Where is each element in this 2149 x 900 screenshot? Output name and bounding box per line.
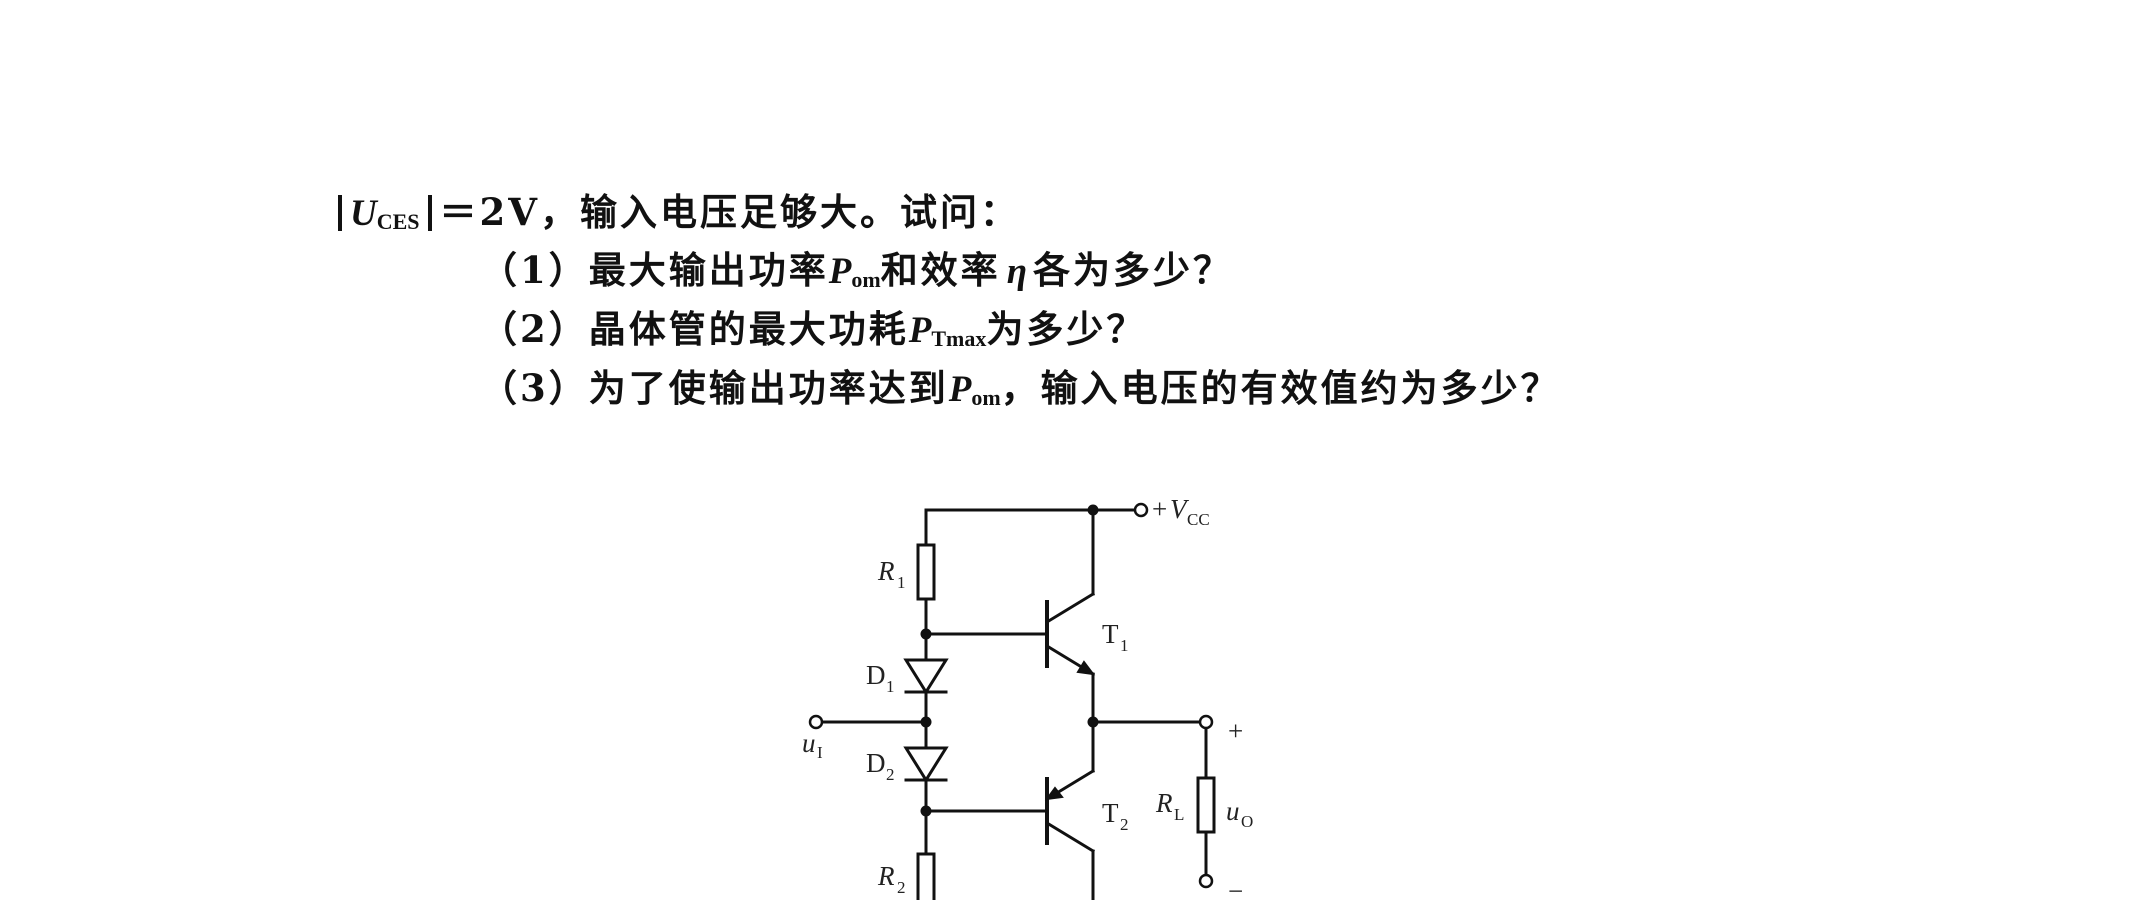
t2-collector (1044, 820, 1096, 854)
u-ces-symbol: U (350, 193, 377, 234)
terminal-input (808, 714, 824, 730)
question-3: （3）为了使输出功率达到Pom，输入电压的有效值约为多少？ (480, 366, 1561, 420)
q1-eta-symbol: η (1006, 251, 1027, 292)
d2-subscript: 2 (886, 765, 895, 784)
t1-subscript: 1 (1120, 636, 1129, 655)
ui-subscript: I (817, 743, 823, 762)
t2-symbol: T (1102, 798, 1119, 828)
vcc-symbol: V (1170, 494, 1190, 524)
junction-dot-t2-base (920, 805, 932, 817)
output-plus-label: + (1228, 716, 1243, 746)
rl-symbol: R (1155, 788, 1173, 818)
terminal-output-minus (1198, 873, 1214, 889)
q1-text-c: 各为多少？ (1033, 248, 1233, 292)
junction-dot-output (1087, 716, 1099, 728)
t1-collector (1044, 591, 1096, 625)
q2-text-a: （2）晶体管的最大功耗 (480, 307, 909, 351)
q3-p-subscript: om (971, 385, 1001, 410)
line0-text: ＝2V，输入电压足够大。试问： (439, 190, 1020, 234)
u-ces-subscript: CES (376, 209, 420, 234)
junction-dot-input (920, 716, 932, 728)
terminal-vcc (1133, 502, 1149, 518)
junction-dot-t1-base (920, 628, 932, 640)
uo-symbol: u (1226, 796, 1240, 826)
rl-subscript: L (1174, 805, 1184, 824)
vcc-subscript: CC (1187, 510, 1210, 529)
terminal-output-plus (1198, 714, 1214, 730)
question-2: （2）晶体管的最大功耗PTmax为多少？ (480, 307, 1146, 361)
q2-p-symbol: P (908, 310, 932, 351)
ui-symbol: u (802, 728, 816, 758)
q2-p-subscript: Tmax (931, 326, 987, 351)
diode-d2 (903, 746, 949, 783)
abs-bar-left (338, 195, 342, 231)
d1-subscript: 1 (886, 677, 895, 696)
output-minus-label: − (1228, 876, 1243, 900)
vcc-plus-sign: + (1152, 494, 1167, 524)
uo-subscript: O (1241, 812, 1253, 831)
q3-text-a: （3）为了使输出功率达到 (480, 366, 949, 410)
q3-p-symbol: P (948, 369, 972, 410)
junction-dot-vcc (1087, 504, 1099, 516)
q1-text-a: （1）最大输出功率 (480, 248, 829, 292)
r2-subscript: 2 (897, 878, 906, 897)
q3-text-b: ，输入电压的有效值约为多少？ (1000, 366, 1561, 410)
q1-text-b: 和效率 (880, 248, 1001, 292)
q1-p-subscript: om (851, 267, 881, 292)
r2-symbol: R (877, 861, 895, 891)
t2-emitter-arrow (1044, 786, 1064, 801)
t1-symbol: T (1102, 619, 1119, 649)
diode-d1 (903, 658, 949, 695)
abs-bar-right (427, 195, 432, 231)
resistor-r1 (916, 543, 936, 601)
problem-line-0: UCES ＝2V，输入电压足够大。试问： (338, 190, 1020, 244)
q2-text-b: 为多少？ (986, 307, 1147, 351)
t1-emitter-arrow (1076, 660, 1096, 676)
r1-symbol: R (877, 556, 895, 586)
t2-subscript: 2 (1120, 815, 1129, 834)
q1-p-symbol: P (828, 251, 852, 292)
r1-subscript: 1 (897, 573, 906, 592)
resistor-r2 (916, 852, 936, 900)
d1-symbol: D (866, 660, 886, 690)
resistor-rl (1196, 776, 1216, 834)
d2-symbol: D (866, 748, 886, 778)
